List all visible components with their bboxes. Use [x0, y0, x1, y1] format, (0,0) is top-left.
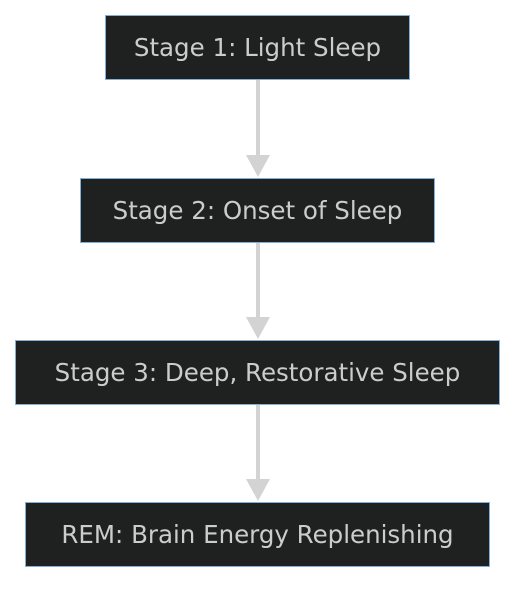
node-stage-2: Stage 2: Onset of Sleep	[80, 178, 435, 243]
node-label: Stage 2: Onset of Sleep	[112, 196, 403, 225]
node-label: Stage 1: Light Sleep	[133, 33, 382, 62]
node-stage-3: Stage 3: Deep, Restorative Sleep	[15, 340, 500, 405]
arrowhead-icon	[246, 155, 270, 177]
node-rem: REM: Brain Energy Replenishing	[25, 502, 490, 567]
node-stage-1: Stage 1: Light Sleep	[105, 15, 410, 80]
edge-stage1-to-stage2	[246, 80, 270, 177]
node-label: REM: Brain Energy Replenishing	[61, 520, 454, 549]
arrowhead-icon	[246, 479, 270, 501]
edge-stage3-to-rem	[246, 405, 270, 501]
arrowhead-icon	[246, 317, 270, 339]
edge-stage2-to-stage3	[246, 243, 270, 339]
node-label: Stage 3: Deep, Restorative Sleep	[54, 358, 461, 387]
